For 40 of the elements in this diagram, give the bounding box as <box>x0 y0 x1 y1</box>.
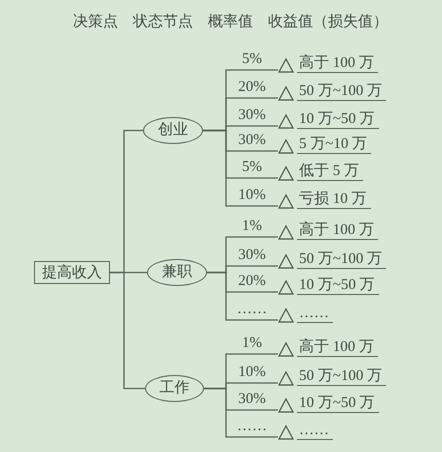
probability-label: 5% <box>241 51 263 67</box>
outcome-text: …… <box>297 304 333 323</box>
probability-label: 20% <box>237 79 267 95</box>
branch-line <box>204 388 278 438</box>
probability-label: 30% <box>237 132 267 148</box>
probability-label: …… <box>236 301 268 317</box>
probability-label: 1% <box>241 218 263 234</box>
probability-label: 10% <box>237 187 267 203</box>
probability-label: 1% <box>241 335 263 351</box>
outcome-text: 10 万~50 万 <box>297 110 379 129</box>
outcome-text: 50 万~100 万 <box>297 82 386 101</box>
outcome-text: 亏损 10 万 <box>297 190 370 209</box>
probability-label: 30% <box>237 107 267 123</box>
probability-label: 30% <box>237 247 267 263</box>
header-label: 收益值（损失值） <box>268 12 388 31</box>
header-label: 状态节点 <box>133 12 193 31</box>
header-label: 决策点 <box>73 12 118 31</box>
state-ellipse: 创业 <box>143 117 203 144</box>
outcome-text: 5 万~10 万 <box>297 135 372 154</box>
outcome-text: 50 万~100 万 <box>297 367 386 386</box>
outcome-text: 高于 100 万 <box>297 338 378 357</box>
state-ellipse: 兼职 <box>147 259 207 286</box>
branch-line <box>110 272 145 390</box>
outcome-text: 高于 100 万 <box>297 54 378 73</box>
header-label: 概率值 <box>208 12 253 31</box>
state-ellipse: 工作 <box>145 375 204 402</box>
branch-line <box>207 272 278 321</box>
probability-label: 10% <box>237 364 267 380</box>
outcome-text: 低于 5 万 <box>297 162 363 181</box>
decision-box: 提高收入 <box>34 261 110 284</box>
probability-label: 5% <box>241 159 263 175</box>
probability-label: …… <box>236 418 268 434</box>
branch-line <box>203 130 278 207</box>
outcome-text: …… <box>297 421 333 440</box>
probability-label: 30% <box>237 391 267 407</box>
outcome-text: 50 万~100 万 <box>297 250 386 269</box>
outcome-text: 10 万~50 万 <box>297 394 379 413</box>
probability-label: 20% <box>237 273 267 289</box>
outcome-text: 10 万~50 万 <box>297 276 379 295</box>
outcome-text: 高于 100 万 <box>297 221 378 240</box>
